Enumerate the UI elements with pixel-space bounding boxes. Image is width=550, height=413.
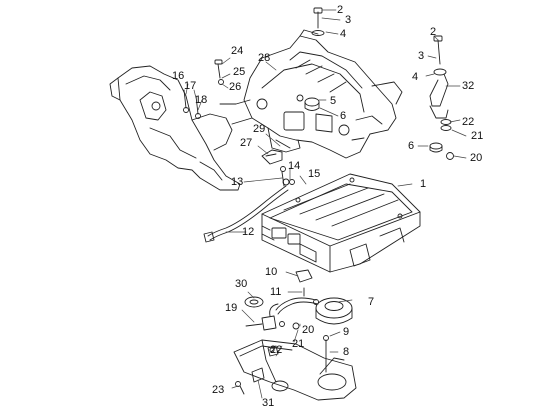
leader-lines xyxy=(185,9,467,399)
callout-part-2-upper: 2 xyxy=(337,4,344,16)
callout-part-29: 29 xyxy=(253,123,266,135)
callout-part-8: 8 xyxy=(343,346,350,358)
callout-part-6-frame: 6 xyxy=(340,110,347,122)
callout-part-21-lower: 21 xyxy=(292,338,305,350)
callout-part-4-right: 4 xyxy=(412,71,419,83)
callout-part-24: 24 xyxy=(231,45,244,57)
callout-part-20-lower: 20 xyxy=(302,324,315,336)
sensor-10 xyxy=(295,269,313,297)
callout-part-10: 10 xyxy=(265,266,278,278)
callout-part-2-right: 2 xyxy=(430,26,437,38)
callout-part-21-right: 21 xyxy=(471,130,484,142)
callout-part-11: 11 xyxy=(270,286,282,298)
callout-part-22-lower: 22 xyxy=(270,344,283,356)
rear-frame-piece xyxy=(109,65,241,191)
callout-part-15: 15 xyxy=(308,168,321,180)
callout-part-27: 27 xyxy=(240,137,253,149)
callout-part-18: 18 xyxy=(195,94,208,106)
callout-part-19: 19 xyxy=(225,302,238,314)
grommet-30 xyxy=(244,296,264,308)
callout-part-31: 31 xyxy=(262,397,275,409)
screws-13-14 xyxy=(280,166,295,187)
cable-12 xyxy=(203,178,290,243)
bolt-2-upper xyxy=(311,7,325,36)
callout-part-23: 23 xyxy=(212,384,225,396)
callout-part-1: 1 xyxy=(420,178,427,190)
callout-part-9: 9 xyxy=(343,326,350,338)
callout-part-28: 28 xyxy=(258,52,271,64)
callout-part-16: 16 xyxy=(172,70,185,82)
callout-part-20-right: 20 xyxy=(470,152,483,164)
callout-part-12: 12 xyxy=(242,226,255,238)
frame-chassis xyxy=(219,29,403,159)
callout-part-3-right: 3 xyxy=(418,50,425,62)
callout-part-13: 13 xyxy=(231,176,244,188)
controller-box-1 xyxy=(261,173,421,273)
screws-23-31 xyxy=(235,367,265,395)
callout-part-26: 26 xyxy=(229,81,242,93)
screws-24-25-26 xyxy=(214,59,224,85)
bracket-32 xyxy=(429,35,454,160)
callout-part-17: 17 xyxy=(184,80,197,92)
callout-part-6-right: 6 xyxy=(408,140,415,152)
clip-27-29 xyxy=(261,139,291,165)
callout-part-7: 7 xyxy=(368,296,375,308)
callout-part-22-right: 22 xyxy=(462,116,475,128)
callout-part-25: 25 xyxy=(233,66,246,78)
current-sensor-7 xyxy=(275,297,353,325)
screws-16-17-18 xyxy=(183,89,201,119)
callout-part-14: 14 xyxy=(288,160,301,172)
electric-motor xyxy=(233,335,357,401)
rubber-mount-5-6 xyxy=(296,94,320,111)
callout-part-3-upper: 3 xyxy=(345,14,352,26)
callout-part-5: 5 xyxy=(330,95,337,107)
callout-part-4-upper: 4 xyxy=(340,28,347,40)
connector-19-20-21 xyxy=(245,303,300,331)
callout-part-30: 30 xyxy=(235,278,248,290)
callout-part-32: 32 xyxy=(462,80,475,92)
